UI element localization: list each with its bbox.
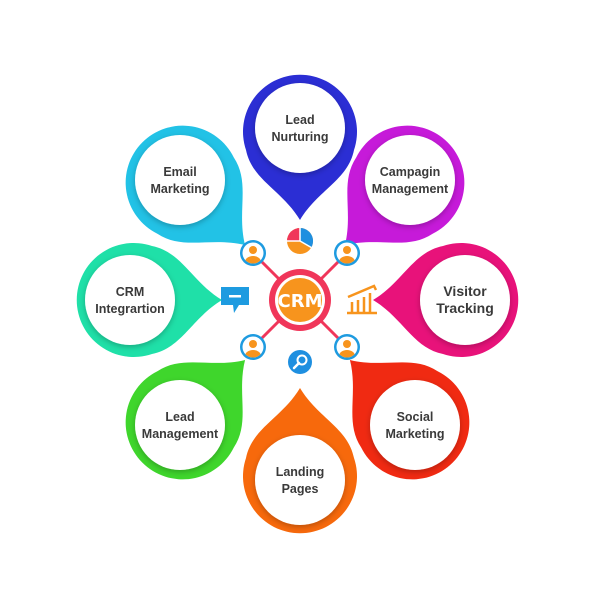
chat-icon — [221, 287, 249, 313]
petal-label: Marketing — [385, 427, 444, 441]
petal-label: Tracking — [436, 300, 494, 316]
petal-label: Lead — [285, 113, 314, 127]
crm-hub: CRM — [269, 269, 331, 331]
crm-label: CRM — [278, 291, 323, 312]
petal-label: CRM — [116, 285, 144, 299]
petal-label: Email — [163, 165, 196, 179]
petal-label: Campagin — [380, 165, 440, 179]
petal-label: Management — [372, 182, 449, 196]
user-icon — [240, 334, 266, 360]
pie-chart-icon — [287, 227, 314, 254]
petal-crm-integration: CRM Integrartion — [76, 243, 222, 357]
user-icon — [334, 334, 360, 360]
petal-label: Visitor — [443, 283, 487, 299]
petal-label: Integrartion — [95, 302, 164, 316]
user-icon — [240, 240, 266, 266]
petal-label: Landing — [276, 465, 325, 479]
petal-label: Lead — [165, 410, 194, 424]
bar-chart-icon — [347, 284, 378, 315]
petal-label: Pages — [282, 482, 319, 496]
petal-label: Marketing — [150, 182, 209, 196]
petal-label: Social — [397, 410, 434, 424]
user-icon — [334, 240, 360, 266]
petal-label: Management — [142, 427, 219, 441]
search-icon — [288, 350, 312, 374]
petal-label: Nurturing — [272, 130, 329, 144]
